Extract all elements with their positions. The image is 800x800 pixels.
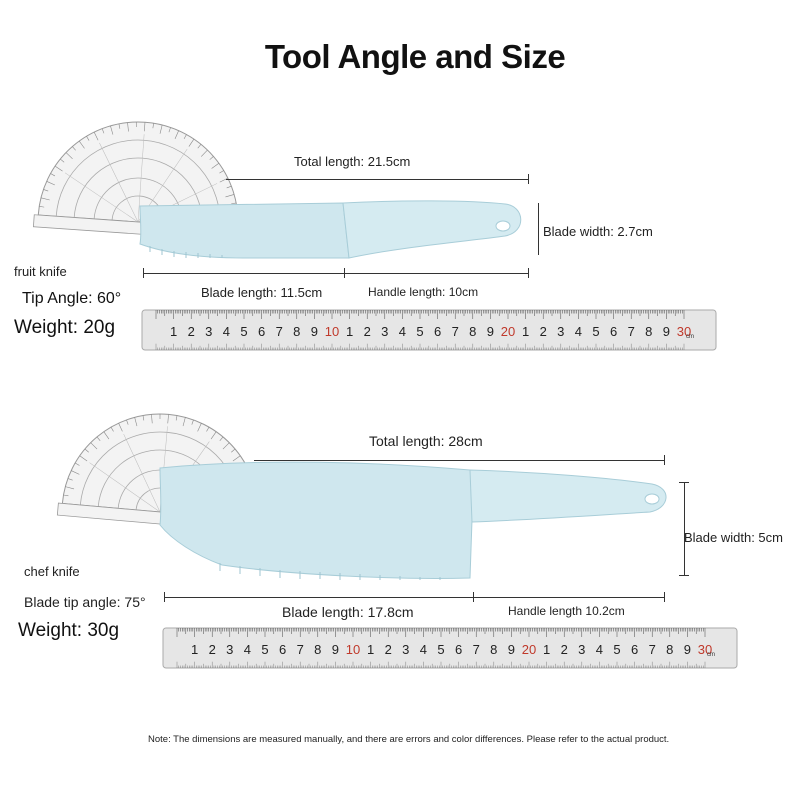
ruler-unit: cm bbox=[686, 334, 694, 340]
ruler-digit: 5 bbox=[437, 642, 444, 657]
ruler-digit: 1 bbox=[346, 324, 353, 339]
fruit-length-tick-left bbox=[143, 268, 144, 278]
chef-blade-width-label: Blade width: 5cm bbox=[684, 530, 783, 545]
chef-length-tick-right bbox=[664, 592, 665, 602]
ruler-digit: 9 bbox=[311, 324, 318, 339]
ruler-digit: 1 bbox=[191, 642, 198, 657]
ruler-unit: cm bbox=[707, 652, 715, 658]
ruler-digit: 8 bbox=[645, 324, 652, 339]
chef-tip-angle: Blade tip angle: 75° bbox=[24, 594, 146, 610]
fruit-total-length-tick bbox=[528, 174, 529, 184]
ruler-digit: 1 bbox=[543, 642, 550, 657]
ruler-digit: 1 bbox=[367, 642, 374, 657]
fruit-length-line bbox=[143, 273, 529, 274]
ruler-digit: 5 bbox=[240, 324, 247, 339]
ruler-digit: 3 bbox=[226, 642, 233, 657]
ruler-digit: 4 bbox=[399, 324, 406, 339]
ruler-digit: 3 bbox=[205, 324, 212, 339]
chef-blade-width-top bbox=[679, 482, 689, 483]
chef-total-length-line bbox=[254, 460, 664, 461]
ruler-digit: 8 bbox=[293, 324, 300, 339]
disclaimer-note: Note: The dimensions are measured manual… bbox=[148, 734, 670, 745]
fruit-weight: Weight: 20g bbox=[14, 317, 116, 338]
page-title: Tool Angle and Size bbox=[264, 38, 566, 75]
ruler-digit: 7 bbox=[473, 642, 480, 657]
fruit-total-length-label: Total length: 21.5cm bbox=[294, 154, 411, 169]
ruler-digit: 2 bbox=[188, 324, 195, 339]
ruler-digit: 20 bbox=[522, 642, 536, 657]
ruler-digit: 2 bbox=[209, 642, 216, 657]
ruler-digit: 8 bbox=[469, 324, 476, 339]
ruler-digit: 4 bbox=[575, 324, 582, 339]
chef-blade-width-line bbox=[684, 482, 685, 575]
ruler-digit: 5 bbox=[416, 324, 423, 339]
fruit-knife-name: fruit knife bbox=[14, 264, 67, 279]
ruler-digit: 5 bbox=[261, 642, 268, 657]
ruler-digit: 2 bbox=[385, 642, 392, 657]
ruler-digit: 30 bbox=[677, 324, 691, 339]
ruler-digit: 6 bbox=[258, 324, 265, 339]
fruit-blade-width-line bbox=[538, 203, 539, 255]
ruler-digit: 4 bbox=[223, 324, 230, 339]
ruler-digit: 7 bbox=[297, 642, 304, 657]
ruler-digit: 6 bbox=[434, 324, 441, 339]
ruler-digit: 6 bbox=[279, 642, 286, 657]
chef-handle-length-label: Handle length 10.2cm bbox=[508, 604, 625, 618]
ruler-digit: 2 bbox=[364, 324, 371, 339]
ruler-digit: 2 bbox=[561, 642, 568, 657]
ruler-digit: 10 bbox=[346, 642, 360, 657]
ruler-digit: 8 bbox=[666, 642, 673, 657]
fruit-tip-angle: Tip Angle: 60° bbox=[22, 290, 122, 307]
ruler-digit: 2 bbox=[540, 324, 547, 339]
ruler-digit: 3 bbox=[557, 324, 564, 339]
ruler-digit: 30 bbox=[698, 642, 712, 657]
ruler-digit: 6 bbox=[631, 642, 638, 657]
ruler-digit: 10 bbox=[325, 324, 339, 339]
fruit-length-tick-mid bbox=[344, 268, 345, 278]
ruler-digit: 20 bbox=[501, 324, 515, 339]
fruit-length-tick-right bbox=[528, 268, 529, 278]
chef-total-length-label: Total length: 28cm bbox=[369, 433, 483, 449]
ruler-digit: 7 bbox=[452, 324, 459, 339]
fruit-blade-width-label: Blade width: 2.7cm bbox=[543, 224, 653, 239]
ruler-digit: 5 bbox=[592, 324, 599, 339]
ruler-digit: 4 bbox=[596, 642, 603, 657]
ruler-digit: 7 bbox=[649, 642, 656, 657]
chef-total-length-tick bbox=[664, 455, 665, 465]
ruler-digit: 7 bbox=[276, 324, 283, 339]
chef-weight: Weight: 30g bbox=[18, 620, 120, 641]
ruler-digit: 3 bbox=[381, 324, 388, 339]
ruler-digit: 9 bbox=[332, 642, 339, 657]
ruler-digit: 6 bbox=[610, 324, 617, 339]
chef-knife-name: chef knife bbox=[24, 564, 80, 579]
ruler-digit: 1 bbox=[522, 324, 529, 339]
chef-length-line bbox=[164, 597, 664, 598]
ruler-digit: 7 bbox=[628, 324, 635, 339]
ruler-digit: 9 bbox=[508, 642, 515, 657]
ruler-digit: 3 bbox=[578, 642, 585, 657]
ruler-digit: 9 bbox=[663, 324, 670, 339]
ruler-digit: 4 bbox=[420, 642, 427, 657]
fruit-blade-length-label: Blade length: 11.5cm bbox=[201, 285, 323, 300]
fruit-total-length-line bbox=[226, 179, 528, 180]
ruler-digit: 1 bbox=[170, 324, 177, 339]
chef-blade-length-label: Blade length: 17.8cm bbox=[282, 604, 414, 620]
ruler-digit: 6 bbox=[455, 642, 462, 657]
ruler-digit: 3 bbox=[402, 642, 409, 657]
fruit-handle-length-label: Handle length: 10cm bbox=[368, 285, 479, 299]
ruler-digit: 9 bbox=[684, 642, 691, 657]
chef-blade-width-bottom bbox=[679, 575, 689, 576]
chef-length-tick-left bbox=[164, 592, 165, 602]
chef-length-tick-mid bbox=[473, 592, 474, 602]
ruler-digit: 9 bbox=[487, 324, 494, 339]
ruler-digit: 8 bbox=[314, 642, 321, 657]
ruler-digit: 8 bbox=[490, 642, 497, 657]
ruler-digit: 4 bbox=[244, 642, 251, 657]
ruler-digit: 5 bbox=[613, 642, 620, 657]
